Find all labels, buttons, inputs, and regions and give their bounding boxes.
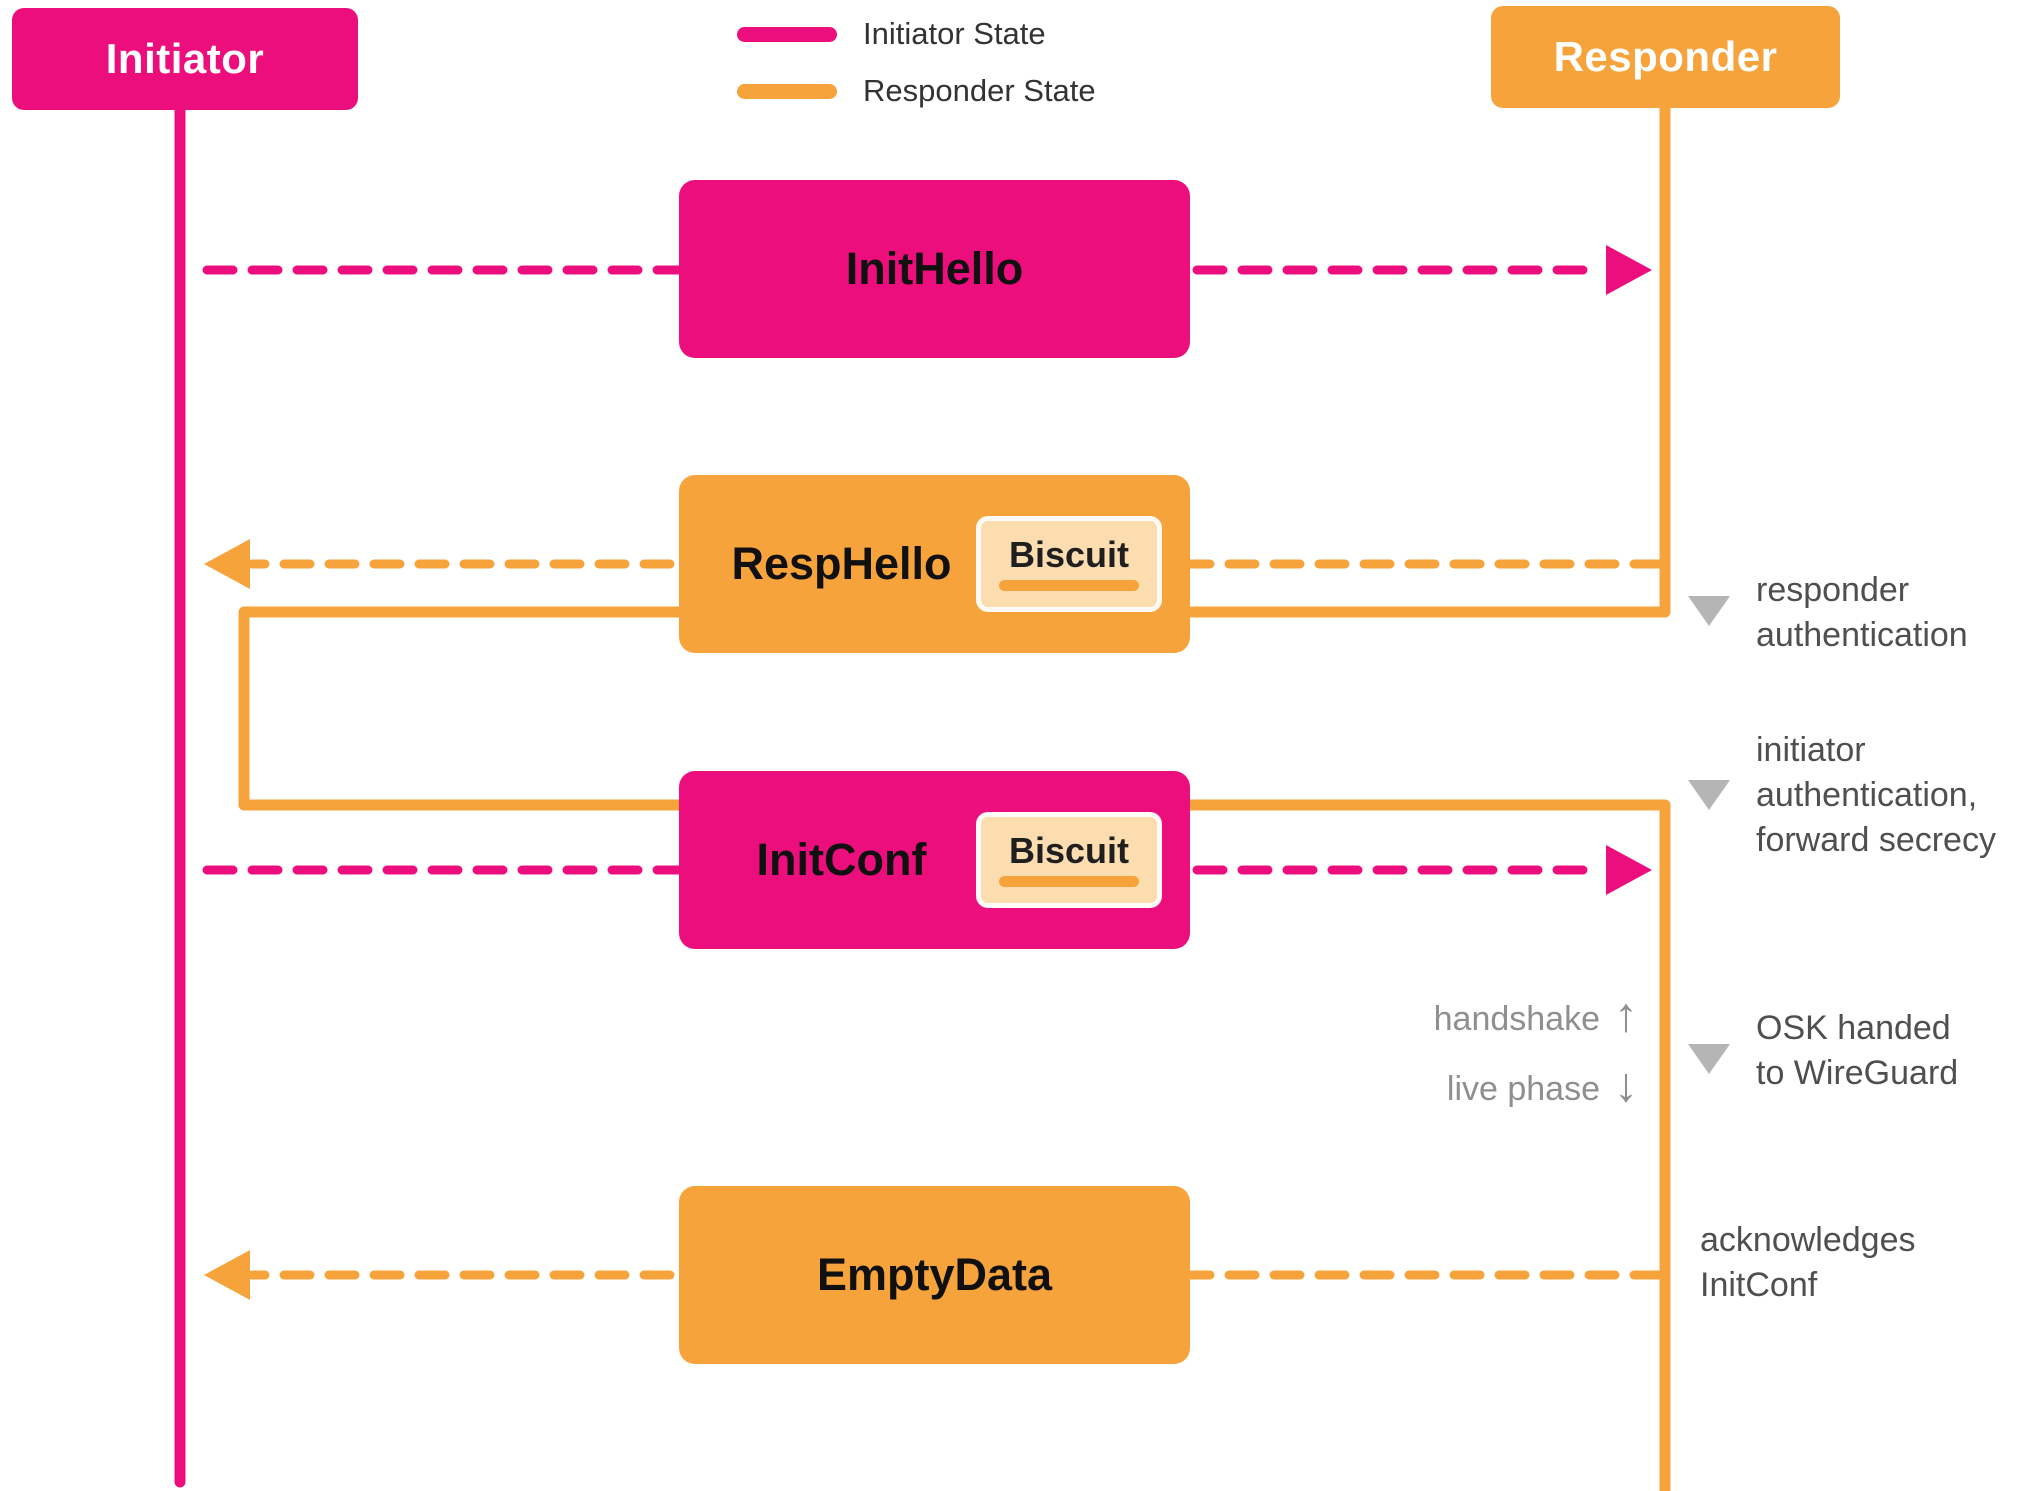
annotation-line: authentication,	[1756, 775, 1978, 814]
initconf-label: InitConf	[756, 834, 927, 885]
annotation-osk-handed: OSK handed to WireGuard	[1756, 1006, 1958, 1096]
annotation-initiator-authentication: initiator authentication, forward secrec…	[1756, 728, 1996, 863]
arrow-up-icon: ↑	[1614, 989, 1638, 1042]
biscuit-bar-icon	[999, 580, 1139, 591]
legend-label-responder-state: Responder State	[863, 73, 1096, 108]
initiator-state-swatch-icon	[737, 26, 837, 42]
arrow-down-icon: ↓	[1614, 1059, 1638, 1112]
resphello-message-box: RespHello Biscuit	[679, 475, 1190, 653]
legend-label-initiator-state: Initiator State	[863, 16, 1046, 51]
triangle-shape	[1688, 1044, 1730, 1074]
emptydata-arrowhead-icon	[204, 1250, 250, 1300]
annotation-responder-authentication: responder authentication	[1756, 568, 1968, 658]
inithello-label: InitHello	[845, 243, 1024, 294]
resphello-arrowhead-icon	[204, 539, 250, 589]
legend-row-initiator-state: Initiator State	[737, 16, 1096, 52]
annotation-line: forward secrecy	[1756, 820, 1996, 859]
responder-actor-box: Responder	[1491, 6, 1840, 108]
milestone-triangle-icon	[1688, 1044, 1730, 1074]
resphello-biscuit-label: Biscuit	[1008, 534, 1130, 575]
milestone-triangle-icon	[1688, 596, 1730, 626]
initconf-biscuit-chip: Biscuit	[976, 812, 1162, 908]
triangle-shape	[1688, 780, 1730, 810]
legend-row-responder-state: Responder State	[737, 73, 1096, 109]
annotation-line: to WireGuard	[1756, 1053, 1959, 1092]
responder-actor-label: Responder	[1553, 33, 1778, 80]
resphello-label: RespHello	[731, 538, 952, 589]
initiator-actor-label: Initiator	[105, 35, 265, 82]
emptydata-message-box: EmptyData	[679, 1186, 1190, 1364]
annotation-acknowledges-initconf: acknowledges InitConf	[1700, 1218, 1915, 1308]
annotation-line: InitConf	[1700, 1265, 1818, 1304]
responder-state-path	[238, 98, 1671, 1491]
annotation-line: acknowledges	[1700, 1221, 1916, 1259]
inithello-arrowhead-icon	[1606, 245, 1652, 295]
live-phase-label: live phase	[1446, 1070, 1600, 1108]
responder-state-swatch-icon	[737, 83, 837, 99]
initconf-arrowhead-icon	[1606, 845, 1652, 895]
annotation-line: responder	[1756, 571, 1910, 609]
initconf-biscuit-label: Biscuit	[1008, 830, 1130, 871]
initiator-actor-box: Initiator	[12, 8, 358, 110]
resphello-biscuit-chip: Biscuit	[976, 516, 1162, 612]
initconf-message-box: InitConf Biscuit	[679, 771, 1190, 949]
inithello-message-box: InitHello	[679, 180, 1190, 358]
annotation-line: authentication	[1756, 615, 1968, 654]
biscuit-bar-icon	[999, 876, 1139, 887]
handshake-phase-label: handshake	[1433, 1000, 1600, 1038]
legend: Initiator State Responder State	[737, 16, 1096, 109]
annotation-line: OSK handed	[1756, 1009, 1951, 1047]
emptydata-label: EmptyData	[816, 1249, 1053, 1300]
annotation-line: initiator	[1756, 731, 1866, 769]
milestone-triangle-icon	[1688, 780, 1730, 810]
triangle-shape	[1688, 596, 1730, 626]
